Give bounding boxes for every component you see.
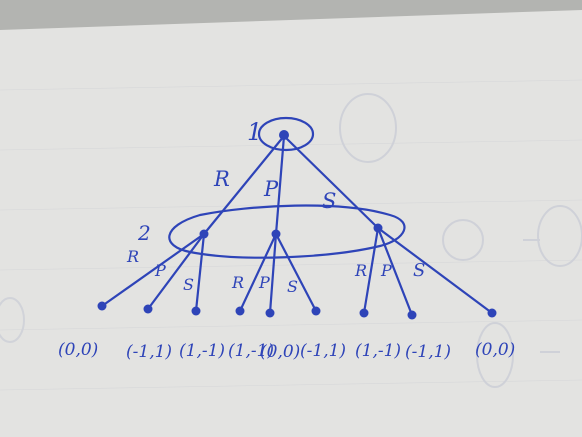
root-action-label: P xyxy=(263,177,279,201)
edge-middle-P xyxy=(268,232,278,315)
paper-sheet xyxy=(0,10,582,437)
payoff-label: (-1,1) xyxy=(126,342,172,362)
p2-node-left xyxy=(199,229,209,239)
terminal-node xyxy=(265,308,275,318)
p2-node-middle xyxy=(271,229,281,239)
payoff-label: (1,-1) xyxy=(179,341,225,361)
edge-root-S xyxy=(282,134,380,230)
edge-right-S xyxy=(376,226,494,315)
terminal-node xyxy=(191,306,201,316)
p2-action-label: R xyxy=(126,247,139,266)
edge-right-R xyxy=(362,226,380,315)
edge-root-P xyxy=(274,134,286,236)
p2-player-label: 2 xyxy=(137,221,151,245)
root-node-circle xyxy=(257,116,315,152)
paper-grid xyxy=(0,79,582,391)
edge-right-P xyxy=(376,226,414,317)
tree-edges xyxy=(100,134,494,317)
edge-middle-S xyxy=(274,232,318,313)
payoff-label: (0,0) xyxy=(58,340,98,360)
edge-root-R xyxy=(202,134,286,236)
terminal-node xyxy=(235,306,245,316)
payoff-label: (-1,1) xyxy=(405,342,451,362)
payoff-row: (0,0) (-1,1) (1,-1) (1,-1) (0,0) (-1,1) … xyxy=(58,340,515,362)
terminal-node xyxy=(487,308,497,318)
p2-action-label: R xyxy=(354,261,367,280)
root-node xyxy=(257,116,315,152)
p2-action-label: P xyxy=(258,273,270,292)
payoff-label: (0,0) xyxy=(260,342,300,362)
p2-action-label: R xyxy=(231,273,244,292)
root-action-label: R xyxy=(213,167,230,191)
root-player-label: 1 xyxy=(247,118,262,146)
edge-left-R xyxy=(100,232,206,308)
payoff-label: (1,-1) xyxy=(355,341,401,361)
terminal-node xyxy=(311,306,321,316)
terminal-node xyxy=(97,301,107,311)
p2-action-label: S xyxy=(413,260,425,281)
p2-action-label: S xyxy=(183,275,194,294)
edge-left-P xyxy=(146,232,206,311)
p2-action-label: S xyxy=(287,277,298,296)
root-action-label: S xyxy=(322,189,336,213)
root-node-dot xyxy=(279,130,289,140)
p2-action-label: P xyxy=(154,261,166,280)
reverse-side-show-through xyxy=(0,93,582,388)
edge-left-S xyxy=(194,232,206,313)
payoff-label: (-1,1) xyxy=(300,341,346,361)
p2-action-label: P xyxy=(380,261,392,280)
terminal-node xyxy=(143,304,153,314)
terminal-node xyxy=(359,308,369,318)
payoff-label: (0,0) xyxy=(475,340,515,360)
player2-information-set xyxy=(168,204,406,259)
terminal-nodes xyxy=(97,301,497,320)
payoff-label: (1,-1) xyxy=(228,341,274,361)
edge-middle-R xyxy=(238,232,278,313)
terminal-node xyxy=(407,310,417,320)
p2-node-right xyxy=(373,223,383,233)
